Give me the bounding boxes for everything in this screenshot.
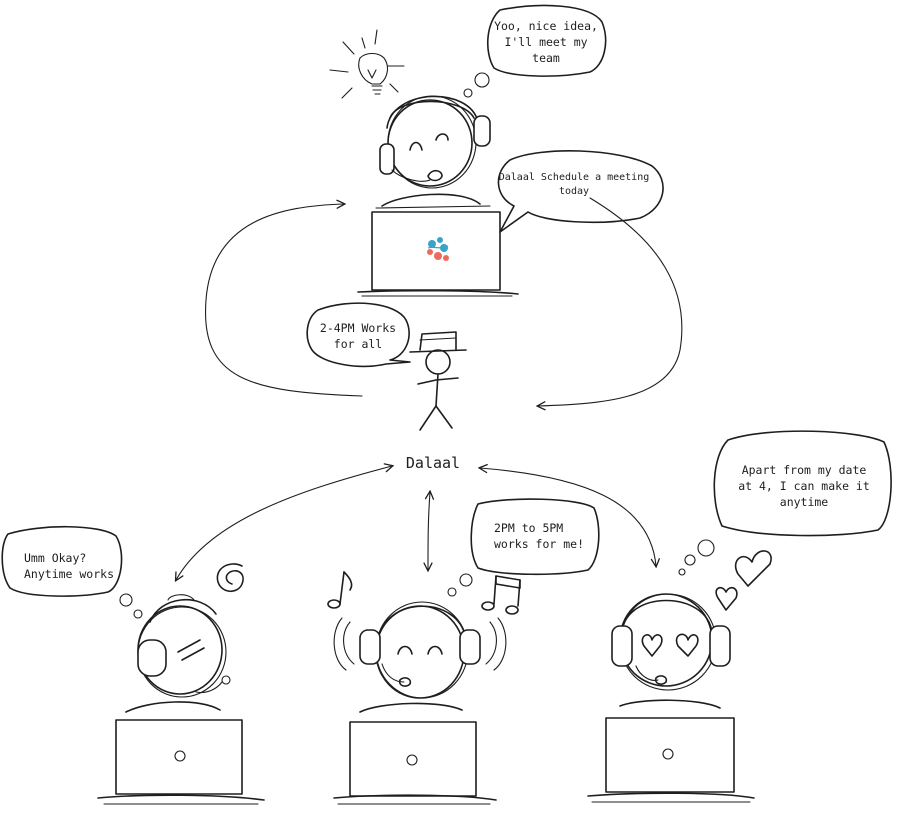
- member-middle-figure: [327, 571, 521, 805]
- heart-icon: [715, 586, 738, 611]
- music-note-icon: [481, 575, 521, 615]
- arrow-dalaal-member-left: [176, 466, 392, 580]
- lightbulb-icon: [329, 29, 405, 99]
- member-left-line-2: Anytime works: [24, 567, 114, 581]
- laptop-logo-icon: [427, 237, 449, 261]
- heart-icon: [734, 550, 772, 587]
- arrow-dalaal-member-middle: [428, 492, 430, 570]
- member-middle-line-1: 2PM to 5PM: [494, 521, 563, 535]
- dalaal-label: Dalaal: [406, 454, 460, 472]
- arrow-dalaal-member-right: [480, 468, 656, 566]
- manager-figure: [329, 29, 519, 297]
- manager-speech-line-1: Dalaal Schedule a meeting: [499, 172, 650, 183]
- member-right-line-2: at 4, I can make it: [738, 479, 870, 493]
- manager-speech-line-2: today: [559, 186, 589, 197]
- manager-thought-line-1: Yoo, nice idea,: [494, 19, 598, 33]
- manager-speech-bubble: Dalaal Schedule a meeting today: [497, 150, 664, 233]
- member-left-thought-bubble: Umm Okay? Anytime works: [1, 525, 143, 619]
- manager-thought-line-2: I'll meet my: [504, 35, 587, 49]
- manager-thought-bubble: Yoo, nice idea, I'll meet my team: [463, 4, 607, 98]
- arrow-manager-to-dalaal: [538, 197, 683, 406]
- connection-arrows: [176, 197, 683, 580]
- dalaal-speech-line-2: for all: [334, 337, 382, 351]
- manager-thought-line-3: team: [532, 51, 560, 65]
- arrow-dalaal-to-manager: [204, 204, 363, 397]
- member-middle-line-2: works for me!: [494, 537, 584, 551]
- member-middle-speech-bubble: 2PM to 5PM works for me!: [447, 498, 600, 597]
- dalaal-speech-bubble: 2-4PM Works for all: [306, 302, 411, 368]
- member-right-thought-bubble: Apart from my date at 4, I can make it a…: [678, 430, 892, 576]
- member-left-line-1: Umm Okay?: [24, 551, 86, 565]
- member-right-line-3: anytime: [780, 495, 829, 509]
- member-left-figure: [97, 563, 265, 805]
- dalaal-stick-figure: [409, 331, 467, 431]
- dalaal-speech-line-1: 2-4PM Works: [320, 321, 396, 335]
- spiral-icon: [216, 563, 244, 593]
- member-right-line-1: Apart from my date: [742, 463, 867, 477]
- member-right-figure: [587, 550, 772, 803]
- music-note-icon: [327, 571, 353, 609]
